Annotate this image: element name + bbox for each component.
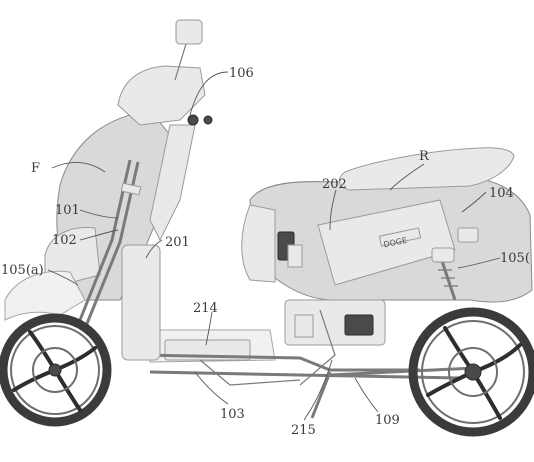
label-214: 214 (193, 301, 218, 316)
label-104: 104 (489, 186, 514, 201)
mirror (174, 19, 213, 126)
label-101: 101 (55, 203, 80, 218)
swing-arm (329, 366, 476, 377)
front-fork (76, 159, 142, 327)
stand (310, 371, 332, 419)
label-202: 202 (322, 177, 347, 192)
label-105a: 105(a) (1, 263, 44, 278)
battery-201 (121, 244, 161, 361)
battery-pack: DOGE (277, 199, 479, 286)
label-109: 109 (375, 413, 400, 428)
label-R: R (419, 149, 430, 164)
label-102: 102 (52, 233, 77, 248)
front-wheel (0, 313, 112, 427)
label-F: F (31, 161, 40, 176)
seat (338, 147, 515, 191)
headlamp-cowl (117, 65, 206, 126)
label-106: 106 (229, 66, 254, 81)
drive-unit (284, 299, 386, 386)
label-215: 215 (291, 423, 316, 438)
rear-wheel (408, 307, 534, 437)
label-103: 103 (220, 407, 245, 422)
label-105b: 105( (500, 251, 530, 266)
label-201: 201 (165, 235, 190, 250)
front-fender (4, 270, 86, 321)
leader-lines (47, 71, 501, 421)
reference-labels: 106 F R 202 104 101 102 201 105(a) 105( … (1, 66, 530, 438)
rear-shock (431, 247, 458, 301)
